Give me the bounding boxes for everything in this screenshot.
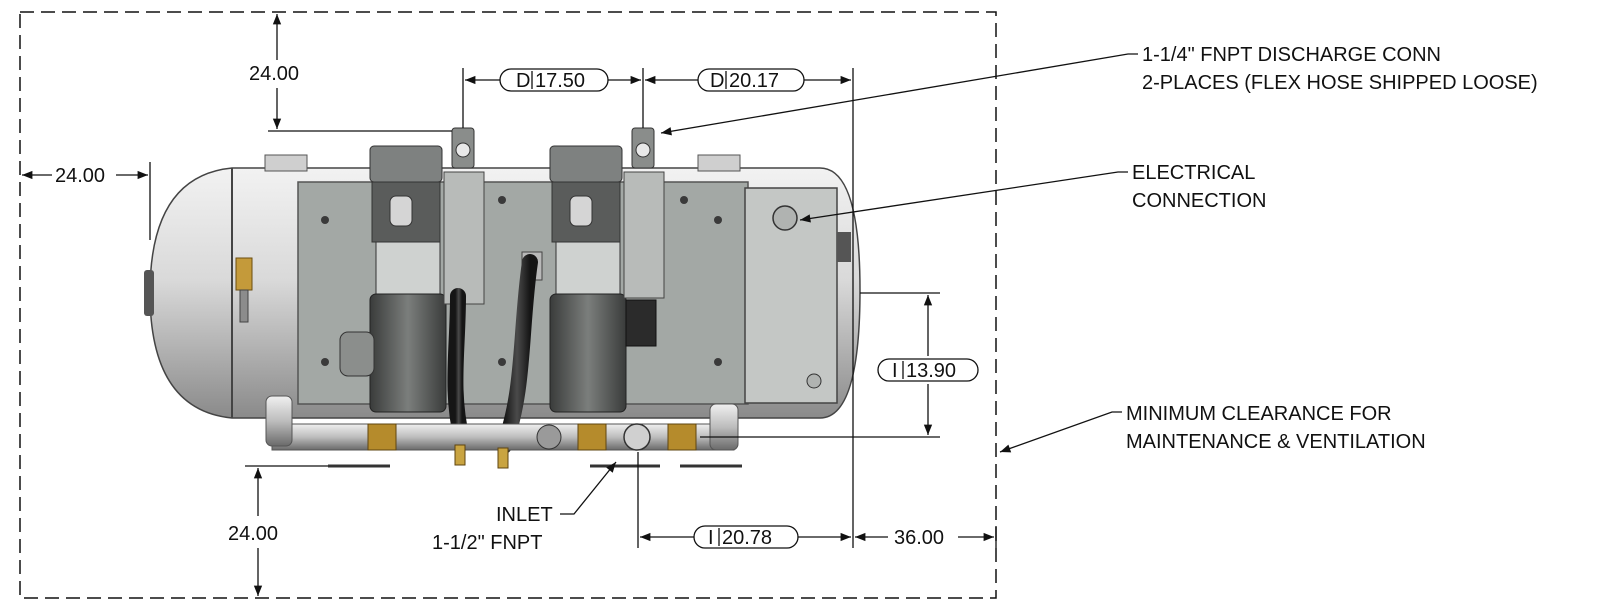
dim-value: 17.50 <box>535 70 585 92</box>
dim-discharge-to-end: D 20.17 <box>697 68 805 92</box>
dim-inlet-height: I 13.90 <box>877 358 979 382</box>
pump-2 <box>521 127 665 413</box>
callout-inlet-line2: 1-1/2" FNPT <box>432 532 542 554</box>
dim-tag: I <box>892 360 898 382</box>
clearance-boundary <box>19 11 997 599</box>
dim-discharge-spacing: D 17.50 <box>499 68 609 92</box>
callout-clearance-line1: MINIMUM CLEARANCE FOR <box>1126 403 1392 425</box>
pressure-gauge <box>235 257 253 291</box>
pump-1 <box>339 127 485 413</box>
callout-electrical-line2: CONNECTION <box>1132 190 1266 212</box>
dim-inlet-to-end: I 20.78 <box>693 525 799 549</box>
electrical-knockout <box>772 205 798 231</box>
callout-electrical-line1: ELECTRICAL <box>1132 162 1255 184</box>
isolation-valve-2 <box>577 423 607 451</box>
flex-hose-1 <box>447 288 470 448</box>
discharge-check-valve-2 <box>623 171 665 299</box>
callout-discharge-line1: 1-1/4" FNPT DISCHARGE CONN <box>1142 44 1441 66</box>
dim-value: 13.90 <box>906 360 956 382</box>
isolation-valve-1 <box>367 423 397 451</box>
inlet-port <box>623 423 651 451</box>
dim-value: 20.17 <box>729 70 779 92</box>
tank-end-cap <box>144 270 154 316</box>
dim-bottom-clearance: 24.00 <box>228 523 278 545</box>
discharge-check-valve-1 <box>443 171 485 305</box>
callout-inlet-line1: INLET <box>496 504 553 526</box>
dim-tag: D <box>516 70 530 92</box>
leader-lines <box>560 53 1138 515</box>
dim-tag: D <box>710 70 724 92</box>
dim-left-clearance: 24.00 <box>55 165 105 187</box>
pump-station-assembly <box>144 127 861 469</box>
callout-clearance-line2: MAINTENANCE & VENTILATION <box>1126 431 1426 453</box>
dim-tag: I <box>708 527 714 549</box>
dim-value: 20.78 <box>722 527 772 549</box>
dim-right-clearance: 36.00 <box>894 527 944 549</box>
dim-top-clearance: 24.00 <box>249 63 299 85</box>
inlet-manifold <box>271 423 735 451</box>
callout-discharge-line2: 2-PLACES (FLEX HOSE SHIPPED LOOSE) <box>1142 72 1538 94</box>
dimension-lines <box>22 14 997 596</box>
isolation-valve-3 <box>667 423 697 451</box>
